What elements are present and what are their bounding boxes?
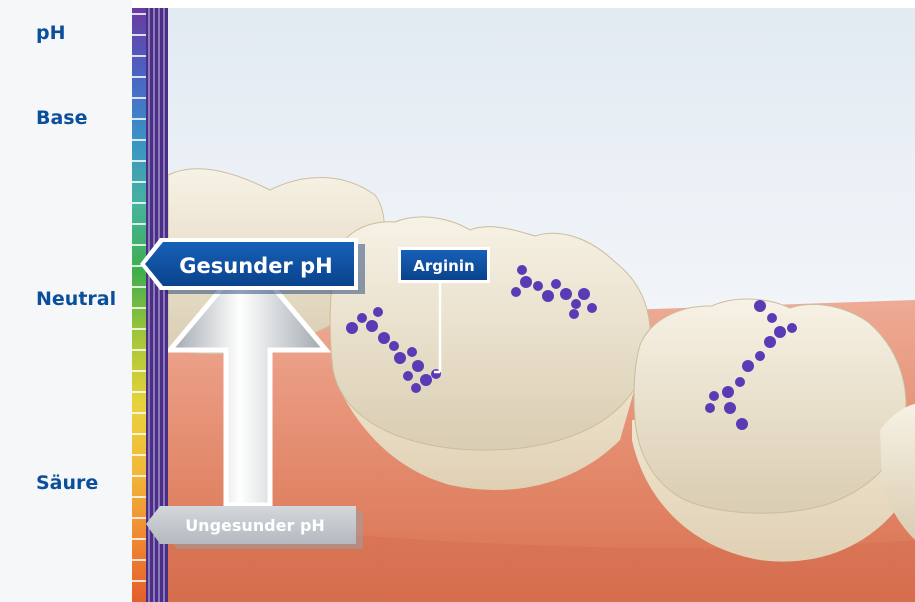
- ph-scale-title: pH: [36, 22, 66, 44]
- ph-level-base: Base: [36, 107, 88, 129]
- healthy-label: Gesunder pH: [179, 254, 332, 278]
- molar-1-crown: [330, 217, 650, 450]
- ph-level-neutral: Neutral: [36, 288, 116, 310]
- molar-2-crown: [634, 299, 906, 513]
- unhealthy-label: Ungesunder pH: [185, 516, 325, 535]
- healthy-ph-tag: Gesunder pH: [140, 238, 365, 294]
- ph-level-acid: Säure: [36, 472, 98, 494]
- arginine-label: Arginin: [413, 257, 474, 275]
- unhealthy-ph-tag: Ungesunder pH: [146, 506, 363, 549]
- ph-scale-bar: [132, 8, 146, 602]
